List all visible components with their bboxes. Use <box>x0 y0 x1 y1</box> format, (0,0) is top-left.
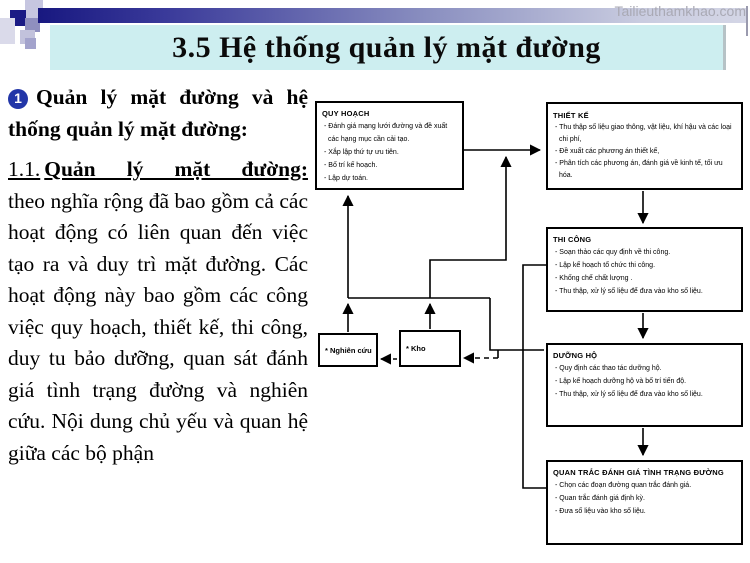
subsection-number: 1.1. <box>8 157 41 181</box>
circled-one-icon: 1 <box>8 88 28 109</box>
flowchart-node-nghien-cuu: * Nghiên cứu <box>318 333 378 367</box>
flowchart-bullet: - Soạn thảo các quy định về thi công. <box>555 249 671 256</box>
flowchart-bullet: - Khống chế chất lượng . <box>555 275 633 282</box>
flowchart-box-quan-trac: QUAN TRẮC ĐÁNH GIÁ TÌNH TRẠNG ĐƯỜNG - Ch… <box>546 460 743 545</box>
watermark: Tailieuthamkhao.com <box>614 3 746 19</box>
flowchart-box-title: THI CÔNG <box>553 235 592 244</box>
subsection-title: Quản lý mặt đường: <box>44 157 308 181</box>
heading-text: Quản lý mặt đường và hệ thống quản lý mặ… <box>8 85 308 141</box>
flowchart-bullet: - Đưa số liệu vào kho số liệu. <box>555 508 646 515</box>
flowchart-bullet: - Thu thập, xử lý số liệu để đưa vào kho… <box>555 288 703 295</box>
flowchart-box-title: THIẾT KẾ <box>553 111 589 120</box>
decorative-square-icon <box>25 38 36 49</box>
flowchart-bullet: - Phân tích các phương án, đánh giá về k… <box>555 160 723 179</box>
flowchart-box-thi-cong: THI CÔNG - Soạn thảo các quy định về thi… <box>546 227 743 312</box>
bar-end-cap <box>746 6 748 36</box>
subsection-heading: 1.1.Quản lý mặt đường: <box>8 154 308 186</box>
decorative-square-icon <box>25 18 40 32</box>
top-gradient-bar <box>38 8 747 23</box>
flowchart-bullet: - Lập dự toán. <box>324 175 368 182</box>
flowchart-bullet: - Chọn các đoạn đường quan trắc đánh giá… <box>555 482 692 489</box>
paragraph: theo nghĩa rộng đã bao gồm cả các hoạt đ… <box>8 188 308 465</box>
flowchart-box-title: QUAN TRẮC ĐÁNH GIÁ TÌNH TRẠNG ĐƯỜNG <box>553 468 724 477</box>
title-band: 3.5 Hệ thống quản lý mặt đường <box>50 25 726 70</box>
flowchart-box-title: DƯỠNG HỘ <box>553 351 598 360</box>
flowchart-box-thiet-ke: THIẾT KẾ - Thu thập số liệu giao thông, … <box>546 102 743 190</box>
flowchart-bullet: - Thu thập số liệu giao thông, vật liệu,… <box>555 124 732 143</box>
flowchart-node-label: * Nghiên cứu <box>325 345 372 355</box>
flowchart-node-kho: * Kho <box>399 330 461 367</box>
decorative-square-icon <box>0 18 15 44</box>
flowchart-bullet: - Đề xuất các phương án thiết kế, <box>555 148 660 155</box>
flowchart-box-quy-hoach: QUY HOẠCH - Đánh giá mạng lưới đường và … <box>315 101 464 190</box>
flowchart-bullet: - Thu thập, xử lý số liệu để đưa vào kho… <box>555 391 703 398</box>
flowchart-bullet: - Quy định các thao tác dưỡng hộ. <box>555 365 662 372</box>
flowchart-bullet: - Xắp lập thứ tự ưu tiên. <box>324 149 399 156</box>
flowchart-bullet: - Lập kế hoạch dưỡng hộ và bố trí tiến đ… <box>555 378 687 385</box>
flowchart-bullet: - Quan trắc đánh giá định kỳ. <box>555 495 645 502</box>
flowchart-box-duong-ho: DƯỠNG HỘ - Quy định các thao tác dưỡng h… <box>546 343 743 427</box>
flowchart-bullet: - Lập kế hoạch tổ chức thi công. <box>555 262 656 269</box>
flowchart-bullet: - Bố trí kế hoạch. <box>324 162 378 169</box>
flowchart-node-label: * Kho <box>406 344 426 353</box>
flowchart-box-title: QUY HOẠCH <box>322 109 370 118</box>
page-title: 3.5 Hệ thống quản lý mặt đường <box>172 30 601 64</box>
flowchart-bullet: - Đánh giá mạng lưới đường và đề xuất cá… <box>324 123 448 143</box>
